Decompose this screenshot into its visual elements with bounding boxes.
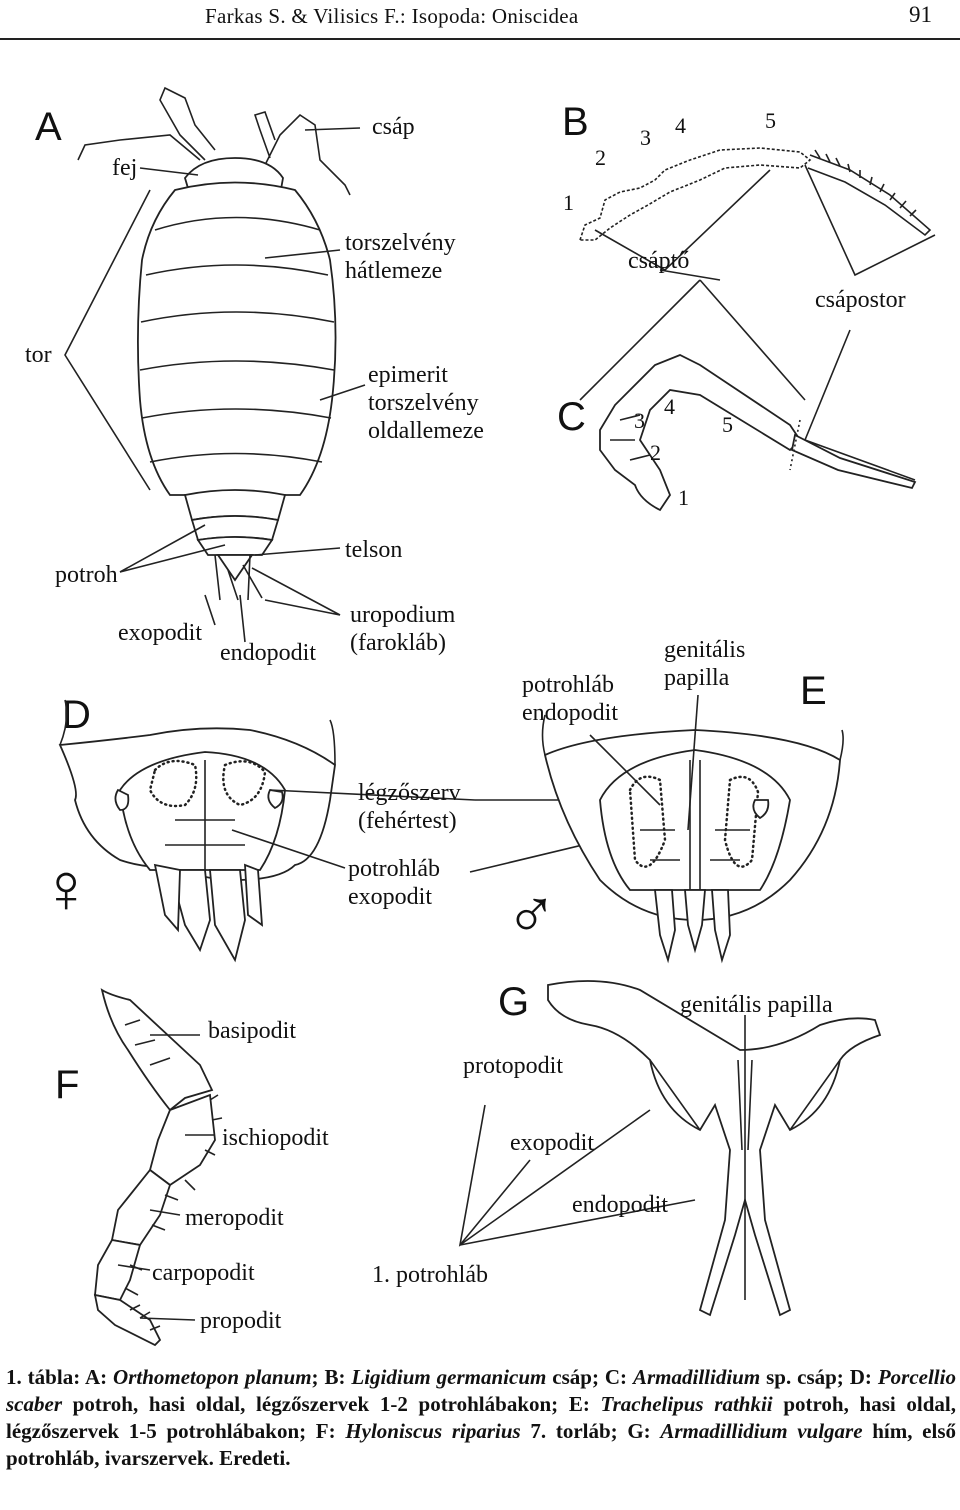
species-name: Porcellio scaber xyxy=(6,1365,956,1416)
caption-part: hím, első potrohláb, ivarszervek. Eredet… xyxy=(6,1419,957,1470)
plate-figure: A csáp fej xyxy=(25,86,936,1347)
label-epimerit-1: epimerit xyxy=(368,362,448,388)
panel-b-letter: B xyxy=(562,100,589,144)
panel-g-letter: G xyxy=(498,980,529,1024)
label-fej: fej xyxy=(112,155,137,181)
label-potroh: potroh xyxy=(55,562,118,588)
panel-a-letter: A xyxy=(35,105,62,149)
page-header: Farkas S. & Vilisics F.: Isopoda: Onisci… xyxy=(0,0,960,40)
label-propodit: propodit xyxy=(200,1308,282,1334)
label-uropodium-1: uropodium xyxy=(350,602,456,628)
panel-b-drawing: B 1 2 3 4 5 xyxy=(562,100,932,241)
label-potrohlab-endopodit-1: potrohláb xyxy=(522,672,614,698)
label-epimerit-3: oldallemeze xyxy=(368,418,484,444)
species-name: Armadillidium xyxy=(632,1365,761,1389)
panel-c-letter: C xyxy=(557,395,586,439)
c-num-5: 5 xyxy=(722,412,733,437)
label-genitalis-papilla: genitális papilla xyxy=(680,992,833,1018)
panel-e-letter: E xyxy=(800,669,827,713)
label-basipodit: basipodit xyxy=(208,1018,296,1044)
panel-g-drawing: G genitális papilla protopodit exopodit … xyxy=(372,980,882,1317)
label-tor: tor xyxy=(25,342,52,368)
label-legzoszerv-2: (fehértest) xyxy=(358,808,457,834)
panel-f-drawing: F basipodit ischiopodit meropodit carpop… xyxy=(55,988,329,1347)
label-1-potrohlab: 1. potrohláb xyxy=(372,1262,488,1288)
panel-c-drawing: C 1 2 3 4 5 xyxy=(557,354,917,512)
panel-d-drawing: D ♀ xyxy=(40,693,336,963)
label-exopodit-a: exopodit xyxy=(118,620,202,646)
label-endopodit-a: endopodit xyxy=(220,640,316,666)
label-torszelveny-1: torszelvény xyxy=(345,230,456,256)
label-csapostor: csápostor xyxy=(815,287,906,313)
label-potrohlab-exopodit-2: exopodit xyxy=(348,884,432,910)
b-num-3: 3 xyxy=(640,125,651,150)
label-telson: telson xyxy=(345,537,402,563)
b-num-5: 5 xyxy=(765,108,776,133)
label-ischiopodit: ischiopodit xyxy=(222,1125,329,1151)
female-symbol: ♀ xyxy=(40,849,93,927)
de-leaders: légzőszerv (fehértest) potrohláb exopodi… xyxy=(231,780,655,910)
label-endopodit-g: endopodit xyxy=(572,1192,668,1218)
figure-caption: 1. tábla: A: Orthometopon planum; B: Lig… xyxy=(6,1364,956,1472)
b-num-1: 1 xyxy=(563,190,574,215)
page-number: 91 xyxy=(909,2,932,27)
species-name: Armadillidium vulgare xyxy=(660,1419,863,1443)
caption-part: potroh, hasi oldal, légzőszervek 1-5 pot… xyxy=(6,1392,957,1443)
label-potrohlab-exopodit-1: potrohláb xyxy=(348,856,440,882)
species-name: Trachelipus rathkii xyxy=(600,1392,773,1416)
caption-part: csáp; C: xyxy=(546,1365,633,1389)
c-num-3: 3 xyxy=(634,408,645,433)
header-rule xyxy=(0,38,960,40)
label-csapto: csáptő xyxy=(628,248,689,274)
caption-part: 7. torláb; G: xyxy=(520,1419,661,1443)
label-csap: csáp xyxy=(372,114,415,140)
label-epimerit-2: torszelvény xyxy=(368,390,479,416)
c-num-1: 1 xyxy=(678,485,689,510)
label-genitalis-1: genitális xyxy=(664,637,745,663)
bc-leaders: csáptő csápostor xyxy=(579,164,936,481)
species-name: Hyloniscus riparius xyxy=(345,1419,521,1443)
b-num-4: 4 xyxy=(675,113,686,138)
panel-a-drawing: A csáp fej xyxy=(25,86,484,666)
male-symbol: ♂ xyxy=(505,875,558,953)
c-num-2: 2 xyxy=(650,440,661,465)
label-meropodit: meropodit xyxy=(185,1205,284,1231)
species-name: Ligidium germanicum xyxy=(351,1365,547,1389)
label-legzoszerv-1: légzőszerv xyxy=(358,780,461,806)
label-torszelveny-2: hátlemeze xyxy=(345,258,442,284)
caption-part: ; B: xyxy=(311,1365,352,1389)
label-potrohlab-endopodit-2: endopodit xyxy=(522,700,618,726)
label-carpopodit: carpopodit xyxy=(152,1260,255,1286)
c-num-4: 4 xyxy=(664,394,675,419)
species-name: Orthometopon planum xyxy=(113,1365,312,1389)
label-protopodit: protopodit xyxy=(463,1053,563,1079)
label-exopodit-g: exopodit xyxy=(510,1130,594,1156)
caption-part: potroh, hasi oldal, légzőszervek 1-2 pot… xyxy=(62,1392,601,1416)
caption-part: sp. csáp; D: xyxy=(760,1365,878,1389)
panel-f-letter: F xyxy=(55,1063,79,1107)
label-genitalis-2: papilla xyxy=(664,665,730,691)
b-num-2: 2 xyxy=(595,145,606,170)
caption-part: 1. tábla: A: xyxy=(6,1365,114,1389)
running-title: Farkas S. & Vilisics F.: Isopoda: Onisci… xyxy=(205,4,579,28)
label-uropodium-2: (farokláb) xyxy=(350,630,446,656)
panel-e-drawing: E potrohláb endopodit genitális papilla … xyxy=(505,637,844,964)
